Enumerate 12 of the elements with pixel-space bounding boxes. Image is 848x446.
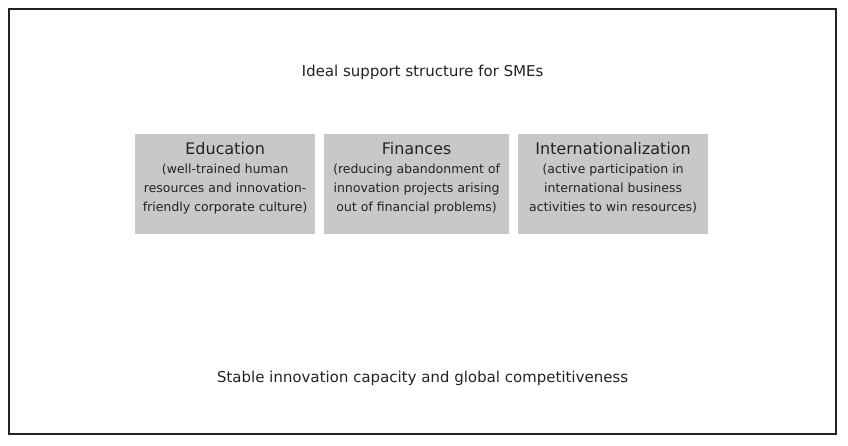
heading-text: Internationalization — [534, 138, 692, 159]
heading-text: Education — [184, 138, 266, 159]
category-box — [135, 134, 315, 234]
description-text: (active participation in international business activities to win resources) — [528, 160, 698, 216]
description-text: (well-trained human resources and innovation-friendly corporate culture) — [142, 160, 308, 216]
description-text: (reducing abandonment of innovation projects arising out of financial problems) — [332, 160, 502, 216]
category-box — [518, 134, 708, 234]
category-box — [324, 134, 509, 234]
footer-text: Stable innovation capacity and global competitiveness — [216, 368, 630, 386]
heading-text: Ideal support structure for SMEs — [300, 62, 544, 80]
frame-box — [8, 8, 837, 435]
heading-text: Finances — [380, 138, 452, 159]
